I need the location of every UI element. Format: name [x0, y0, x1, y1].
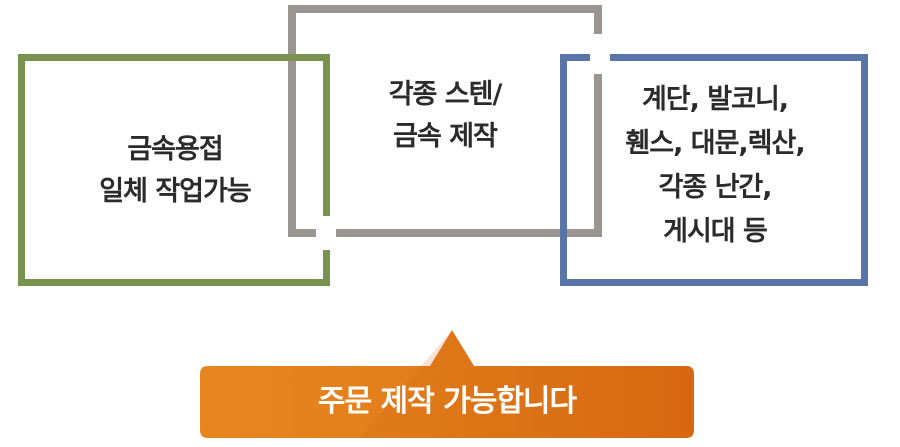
fabrication-line-2: 금속 제작: [393, 121, 498, 152]
fabrication-label: 각종 스텐/ 금속 제작: [300, 74, 590, 158]
banner-text: 주문 제작 가능합니다: [317, 384, 577, 419]
custom-order-banner: 주문 제작 가능합니다: [200, 330, 694, 438]
welding-line-2: 일체 작업가능: [99, 176, 251, 207]
structures-line-3: 각종 난간,: [658, 172, 772, 203]
structures-line-2: 휀스, 대문,렉산,: [625, 128, 805, 159]
welding-label: 금속용접 일체 작업가능: [30, 129, 320, 213]
welding-line-1: 금속용접: [127, 134, 223, 165]
frame-structures: [560, 54, 868, 286]
banner-shape: [200, 330, 694, 438]
structures-label: 계단, 발코니, 휀스, 대문,렉산, 각종 난간, 게시대 등: [570, 78, 860, 254]
frame-welding: [18, 54, 330, 286]
structures-line-4: 게시대 등: [663, 216, 768, 247]
frame-gap: [590, 34, 610, 74]
frame-gap: [316, 216, 336, 250]
structures-line-1: 계단, 발코니,: [641, 84, 789, 115]
frame-metal-fabrication: [288, 5, 602, 237]
fabrication-line-1: 각종 스텐/: [388, 79, 503, 110]
